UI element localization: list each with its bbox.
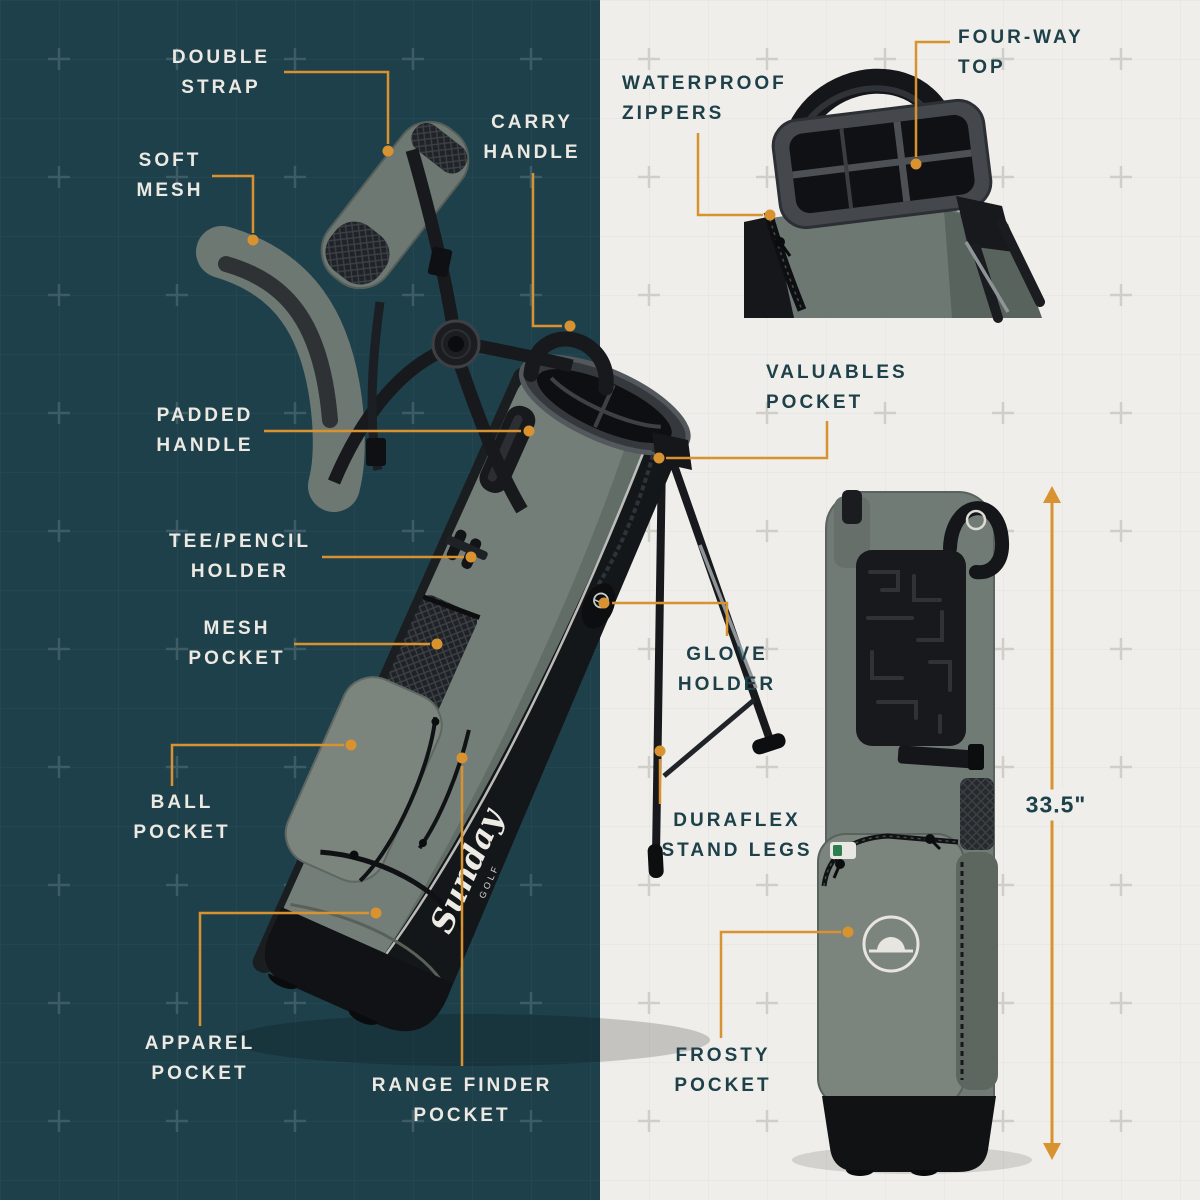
back-pad-panel <box>856 550 966 746</box>
apparel-pocket-seams <box>290 849 465 990</box>
callout-line-double-strap <box>284 70 390 144</box>
callout-label-range-finder: RANGE FINDER POCKET <box>371 1074 553 1126</box>
callout-label-padded-handle: PADDED HANDLE <box>156 404 254 456</box>
frosty-pocket-detail <box>817 833 965 1107</box>
callout-label-soft-mesh: SOFT MESH <box>136 149 204 201</box>
callout-label-waterproof: WATERPROOF ZIPPERS <box>622 72 787 124</box>
callout-line-glove-holder <box>612 601 729 636</box>
callout-dot-glove-holder <box>598 597 610 609</box>
callout-label-apparel-pocket: APPAREL POCKET <box>144 1032 256 1084</box>
callout-dot-frosty <box>842 926 854 938</box>
ball-pocket-panel <box>284 676 443 883</box>
strap-hub <box>431 319 481 369</box>
callout-line-frosty <box>719 930 841 1038</box>
top-detail-photo <box>744 68 1045 323</box>
callout-label-mesh-pocket: MESH POCKET <box>188 617 286 669</box>
back-view-photo <box>792 490 1032 1176</box>
callout-dot-padded-handle <box>523 425 535 437</box>
callout-label-ball-pocket: BALL POCKET <box>133 791 231 843</box>
callout-dot-waterproof <box>764 209 776 221</box>
back-handle <box>943 501 1010 580</box>
callout-line-apparel-pocket <box>198 911 369 1026</box>
callout-dot-carry-handle <box>564 320 576 332</box>
callout-line-soft-mesh <box>212 174 255 233</box>
callout-dots <box>247 145 922 938</box>
callout-dot-tee-pencil <box>465 551 477 563</box>
callout-dot-ball-pocket <box>345 739 357 751</box>
callout-line-carry-handle <box>531 173 562 328</box>
callout-dot-range-finder <box>456 752 468 764</box>
callout-dot-four-way <box>910 158 922 170</box>
callout-line-valuables <box>666 421 829 460</box>
callout-lines <box>170 40 950 1066</box>
height-measurement: 33.5" <box>1018 789 1094 821</box>
callout-label-glove-holder: GLOVE HOLDER <box>677 643 777 695</box>
callout-label-double-strap: DOUBLE STRAP <box>171 46 271 98</box>
height-arrow <box>1043 486 1061 1160</box>
callout-label-duraflex: DURAFLEX STAND LEGS <box>661 809 813 861</box>
valuables-zipper <box>589 446 657 598</box>
callout-line-ball-pocket <box>170 743 344 786</box>
handle-logo-ring <box>965 509 987 531</box>
callout-dot-apparel-pocket <box>370 907 382 919</box>
callout-label-tee-pencil: TEE/PENCIL HOLDER <box>169 530 311 582</box>
callout-dot-double-strap <box>382 145 394 157</box>
four-way-top-cuff <box>771 98 993 230</box>
callout-dot-soft-mesh <box>247 234 259 246</box>
callout-dot-duraflex <box>654 745 666 757</box>
main-bag-photo: Sunday GOLF <box>252 331 691 1032</box>
range-finder-zipper <box>417 729 471 850</box>
callout-line-four-way <box>914 40 950 157</box>
brand-circle-logo <box>862 915 920 973</box>
callout-line-waterproof <box>696 133 763 217</box>
callout-label-carry-handle: CARRY HANDLE <box>483 111 581 163</box>
callout-label-frosty: FROSTY POCKET <box>674 1044 772 1096</box>
callout-dot-mesh-pocket <box>431 638 443 650</box>
mesh-pocket-panel <box>383 594 481 715</box>
callout-label-four-way: FOUR-WAY TOP <box>958 26 1084 78</box>
shoulder-straps <box>196 120 692 514</box>
stand-legs <box>647 444 786 879</box>
callout-dot-valuables <box>653 452 665 464</box>
callout-label-valuables: VALUABLES POCKET <box>766 361 908 413</box>
double-strap-pad <box>320 120 470 290</box>
arrow-head-down <box>1043 1143 1061 1160</box>
arrow-head-up <box>1043 486 1061 503</box>
